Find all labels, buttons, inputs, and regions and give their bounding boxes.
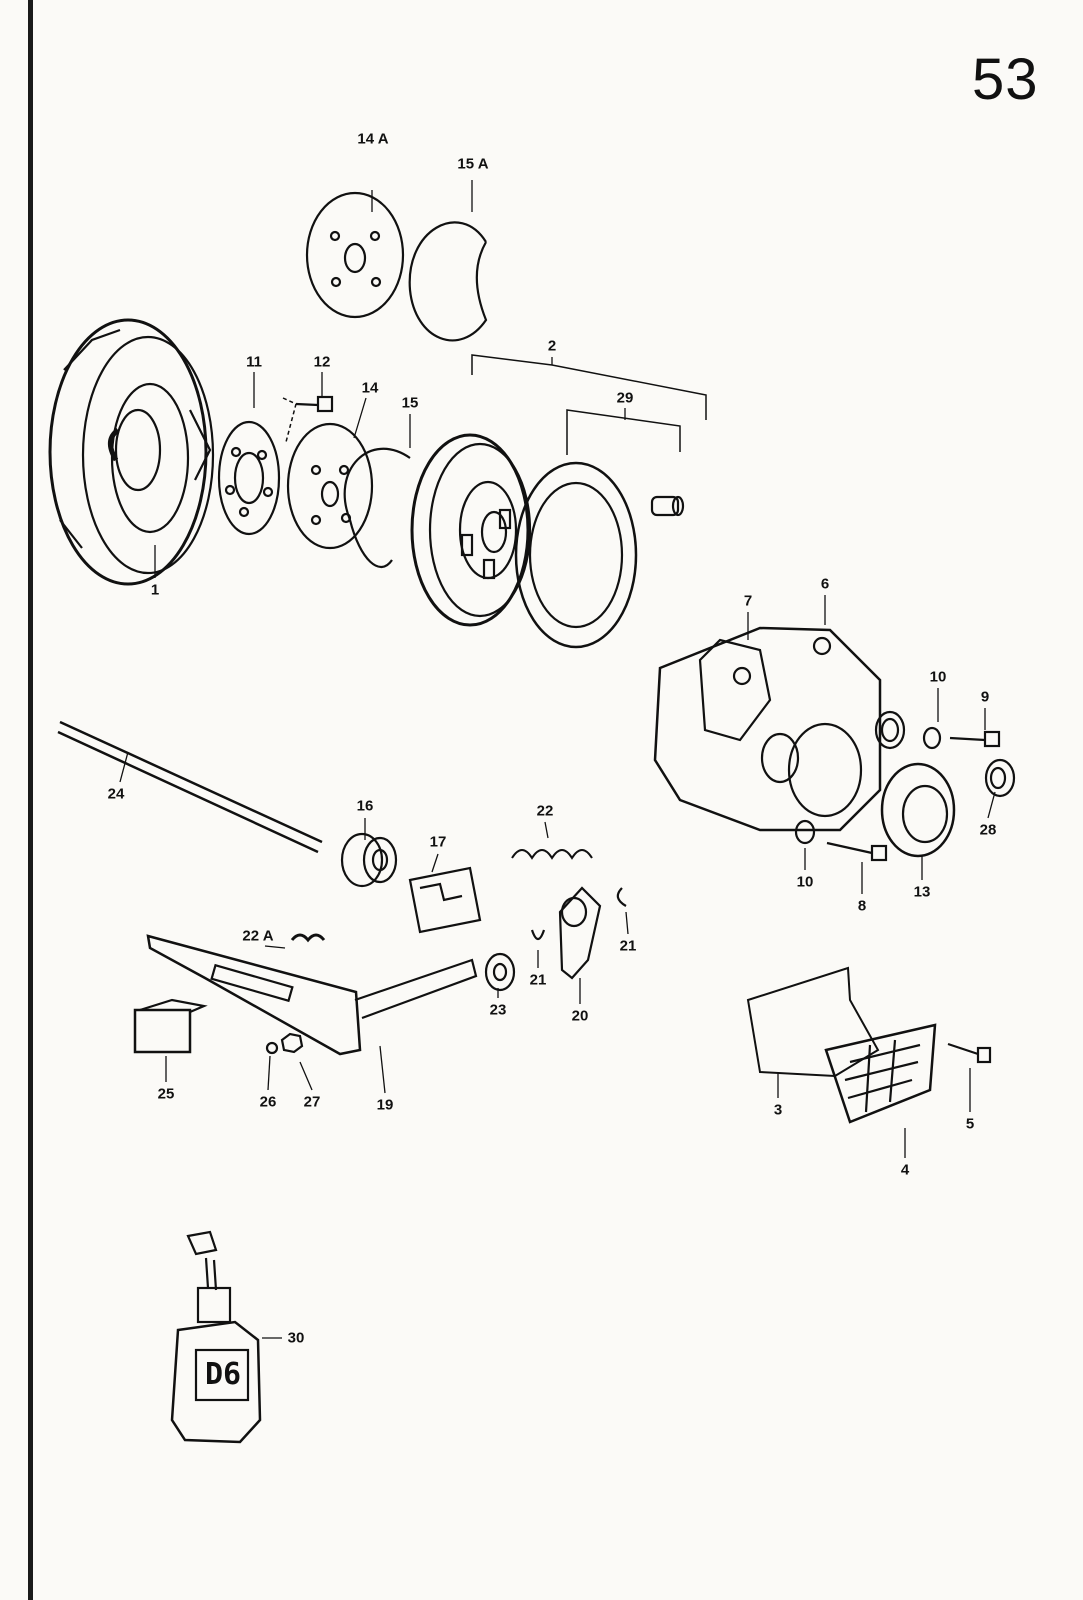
oil-bottle-30	[170, 1230, 262, 1444]
spring-22	[511, 849, 593, 860]
callout-29: 29	[616, 389, 634, 407]
gasket-3	[746, 966, 880, 1078]
washer-26	[265, 1041, 279, 1055]
callout-1: 1	[150, 581, 160, 599]
bolt-5	[947, 1042, 992, 1064]
callout-3: 3	[773, 1101, 783, 1119]
bottle-label: D6	[204, 1357, 242, 1392]
bearing-23	[484, 952, 516, 992]
screw-part-12	[282, 395, 334, 443]
callout-10-lower: 10	[796, 873, 814, 891]
pressure-plate-part	[48, 318, 215, 586]
bracket-29	[566, 409, 681, 455]
callout-19: 19	[376, 1096, 394, 1114]
bearing-16	[340, 832, 398, 888]
clutch-disc-part	[410, 433, 532, 627]
sleeve-17	[408, 866, 482, 934]
lever-20	[558, 886, 602, 980]
callout-24: 24	[107, 785, 125, 803]
callout-5: 5	[965, 1115, 975, 1133]
nut-27	[280, 1032, 304, 1054]
callout-14a: 14 A	[357, 130, 389, 148]
callout-8: 8	[857, 897, 867, 915]
washer-10-lower	[794, 819, 816, 845]
callout-12: 12	[313, 353, 331, 371]
page-binding-edge	[28, 0, 33, 1600]
callout-21-right: 21	[619, 937, 637, 955]
bracket-2	[471, 354, 707, 420]
seal-ring-part	[874, 710, 906, 750]
washer-10-upper	[922, 726, 942, 750]
callout-10-upper: 10	[929, 668, 947, 686]
bolt-9	[949, 730, 1001, 748]
callout-13: 13	[913, 883, 931, 901]
spring-ring-15a	[408, 221, 488, 342]
callout-30: 30	[287, 1329, 305, 1347]
retaining-plate-14a	[305, 191, 405, 319]
gear-housing-part	[653, 626, 882, 832]
push-rod-24	[57, 720, 323, 854]
callout-14: 14	[361, 379, 379, 397]
spring-ring-15	[343, 447, 411, 568]
ring-plate-part	[217, 420, 281, 536]
callout-20: 20	[571, 1007, 589, 1025]
callout-17: 17	[429, 833, 447, 851]
callout-25: 25	[157, 1085, 175, 1103]
callout-2: 2	[547, 337, 557, 355]
bolt-8	[826, 841, 888, 862]
release-shaft-19	[146, 934, 478, 1056]
clutch-lining-part	[514, 461, 638, 649]
callout-4: 4	[900, 1161, 910, 1179]
rivet-part	[650, 495, 685, 517]
callout-21-left: 21	[529, 971, 547, 989]
weight-25	[133, 998, 208, 1054]
clip-21-left	[530, 929, 546, 941]
callout-9: 9	[980, 688, 990, 706]
callout-15a: 15 A	[457, 155, 489, 173]
clip-21-right	[616, 887, 627, 907]
callout-7: 7	[743, 592, 753, 610]
seal-28	[984, 758, 1016, 798]
callout-16: 16	[356, 797, 374, 815]
spring-22a	[290, 933, 326, 943]
callout-11: 11	[246, 353, 262, 371]
callout-6: 6	[820, 575, 830, 593]
cover-13	[880, 762, 956, 858]
callout-27: 27	[303, 1093, 321, 1111]
callout-26: 26	[259, 1093, 277, 1111]
page-number: 53	[972, 47, 1039, 112]
callout-22a: 22 A	[242, 927, 274, 945]
retaining-plate-14	[286, 422, 374, 550]
callout-23: 23	[489, 1001, 507, 1019]
callout-22: 22	[536, 802, 554, 820]
cover-pan-4	[824, 1023, 937, 1124]
callout-15: 15	[401, 394, 419, 412]
callout-leader-lines	[119, 180, 996, 1339]
callout-28: 28	[979, 821, 997, 839]
